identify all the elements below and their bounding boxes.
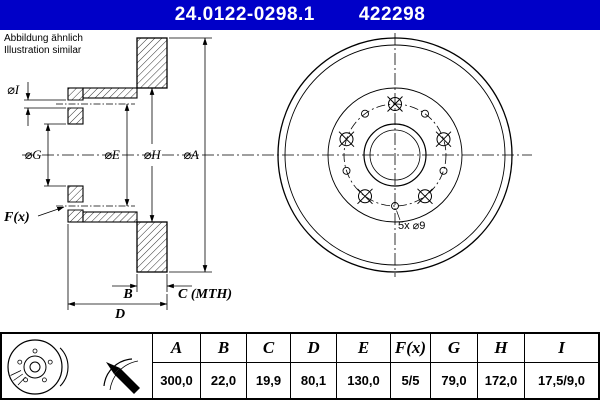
column-header-g: G bbox=[430, 334, 477, 363]
note-line-en: Illustration similar bbox=[4, 45, 82, 56]
value-a: 300,0 bbox=[152, 363, 200, 398]
dimension-label-d: D bbox=[114, 307, 125, 322]
column-header-a: A bbox=[152, 334, 200, 363]
table-icon-cell bbox=[2, 334, 152, 398]
value-f: 5/5 bbox=[390, 363, 430, 398]
dimension-label-dia-g: ⌀G bbox=[24, 147, 42, 162]
dimension-label-dia-e: ⌀E bbox=[104, 147, 120, 162]
value-h: 172,0 bbox=[477, 363, 524, 398]
value-d: 80,1 bbox=[290, 363, 336, 398]
column-header-d: D bbox=[290, 334, 336, 363]
note-line-de: Abbildung ähnlich bbox=[4, 33, 83, 44]
wear-gauge-icon bbox=[103, 358, 140, 394]
dimension-label-c: C (MTH) bbox=[178, 287, 232, 302]
dimension-label-dia-i: ⌀I bbox=[7, 82, 20, 97]
cross-section-view bbox=[56, 37, 168, 273]
dimension-table: A B C D E F(x) G H I 300,0 22,0 19,9 80,… bbox=[0, 332, 600, 400]
brake-disc-icon bbox=[7, 339, 69, 395]
reference-number: 422298 bbox=[358, 4, 426, 25]
dimension-label-b: B bbox=[122, 287, 132, 302]
dimension-label-dia-h: ⌀H bbox=[143, 147, 161, 162]
value-g: 79,0 bbox=[430, 363, 477, 398]
dimension-label-dia-a: ⌀A bbox=[183, 147, 199, 162]
part-number: 24.0122-0298.1 bbox=[174, 4, 315, 25]
value-c: 19,9 bbox=[246, 363, 290, 398]
column-header-b: B bbox=[200, 334, 246, 363]
holes-note: 5x ⌀9 bbox=[398, 220, 425, 232]
column-header-e: E bbox=[336, 334, 390, 363]
dimensions bbox=[24, 37, 212, 310]
front-view bbox=[277, 33, 513, 277]
title-bar: 24.0122-0298.1 422298 bbox=[0, 0, 600, 30]
column-header-i: I bbox=[524, 334, 598, 363]
value-i: 17,5/9,0 bbox=[524, 363, 598, 398]
column-header-h: H bbox=[477, 334, 524, 363]
dimension-label-f: F(x) bbox=[3, 210, 30, 225]
value-b: 22,0 bbox=[200, 363, 246, 398]
similarity-note: Abbildung ähnlich Illustration similar bbox=[4, 33, 83, 57]
column-header-c: C bbox=[246, 334, 290, 363]
column-header-f: F(x) bbox=[390, 334, 430, 363]
drawing-canvas: ⌀I ⌀G ⌀E ⌀H ⌀A F(x) B C (MTH) D bbox=[3, 33, 532, 322]
value-e: 130,0 bbox=[336, 363, 390, 398]
